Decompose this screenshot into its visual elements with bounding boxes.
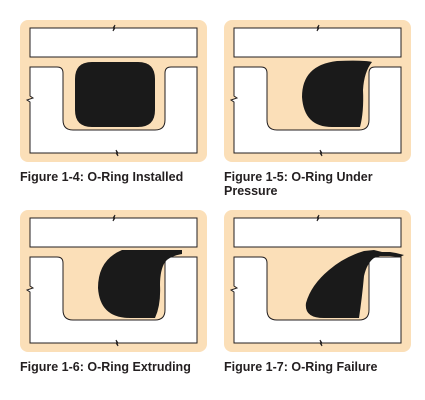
top-plate — [233, 214, 402, 248]
figure-under-pressure-panel — [224, 20, 411, 162]
caption-line2: Pressure — [224, 184, 278, 198]
caption-installed: Figure 1-4: O-Ring Installed — [20, 170, 184, 184]
oring-installed-diagram — [20, 20, 207, 162]
gland-body — [25, 256, 198, 347]
figure-installed-panel — [20, 20, 207, 162]
gland-body — [229, 66, 402, 157]
oring-shape — [305, 250, 404, 318]
caption-line1: Figure 1-5: O-Ring Under — [224, 170, 373, 184]
oring-shape — [98, 250, 182, 318]
oring-under-pressure-diagram — [224, 20, 411, 162]
oring-extruding-diagram — [20, 210, 207, 352]
top-plate — [233, 24, 402, 58]
oring-shape — [75, 62, 155, 127]
oring-failure-diagram — [224, 210, 411, 352]
figure-failure-panel — [224, 210, 411, 352]
caption-failure: Figure 1-7: O-Ring Failure — [224, 360, 378, 374]
gland-body — [25, 66, 198, 157]
gland-body — [229, 256, 402, 347]
top-plate — [29, 214, 198, 248]
caption-under-pressure: Figure 1-5: O-Ring Under Pressure — [224, 170, 424, 198]
figure-extruding-panel — [20, 210, 207, 352]
top-plate — [29, 24, 198, 58]
oring-shape — [302, 60, 372, 127]
caption-extruding: Figure 1-6: O-Ring Extruding — [20, 360, 191, 374]
